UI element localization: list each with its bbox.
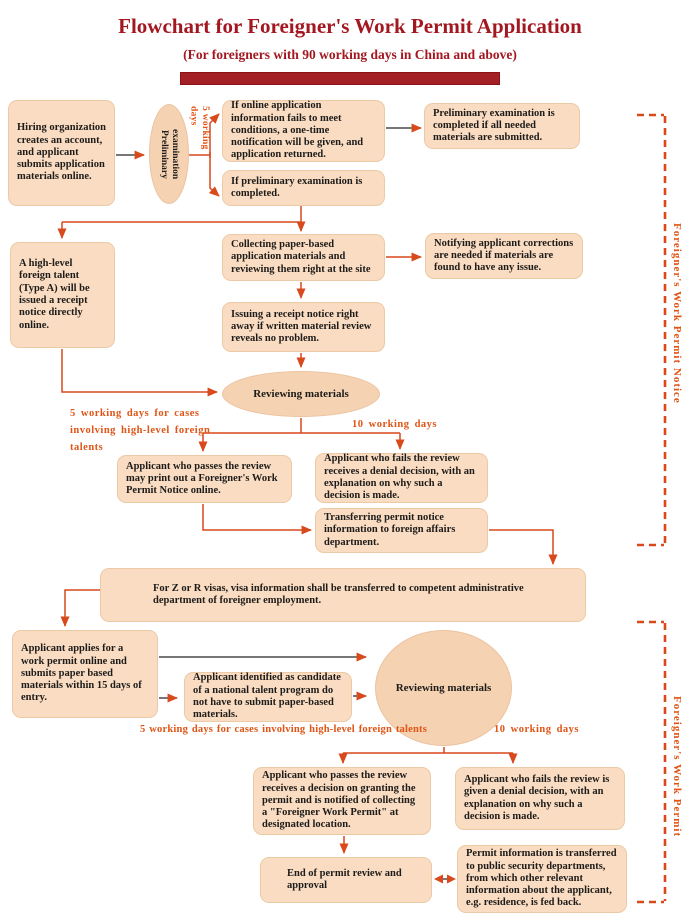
page-subtitle: (For foreigners with 90 working days in … bbox=[183, 47, 517, 62]
flow-box-online-fail: If online application information fails … bbox=[222, 100, 385, 162]
flow-ellipse-reviewing-materials-1: Reviewing materials bbox=[222, 371, 380, 417]
bracket-label-work-permit-notice: Foreigner's Work Permit Notice bbox=[671, 223, 683, 404]
flow-box-prelim-completed-materials: Preliminary examination is completed if … bbox=[424, 103, 580, 149]
double-arrow-end-permitinfo bbox=[434, 874, 456, 884]
flow-box-collecting-materials: Collecting paper-based application mater… bbox=[222, 234, 385, 281]
header-divider-bar bbox=[180, 72, 500, 85]
flow-box-passes-review-2: Applicant who passes the review receives… bbox=[253, 767, 431, 835]
arrow-highlevel-to-reviewing1 bbox=[61, 349, 219, 397]
flow-box-permit-info-feedback: Permit information is transferred to pub… bbox=[457, 845, 627, 913]
flow-box-high-level-talent: A high-level foreign talent (Type A) wil… bbox=[10, 242, 115, 348]
label-5-working-days-vertical: 5 working days bbox=[188, 106, 210, 150]
flow-box-notifying-corrections: Notifying applicant corrections are need… bbox=[425, 233, 583, 279]
flow-box-fails-review-2: Applicant who fails the review is given … bbox=[455, 767, 625, 830]
flow-box-transferring-notice: Transferring permit notice information t… bbox=[315, 508, 488, 553]
flow-box-end-of-review: End of permit review and approval bbox=[260, 857, 432, 903]
preliminary-examination-label: Preliminary examination bbox=[159, 128, 180, 180]
bracket-label-work-permit: Foreigner's Work Permit bbox=[671, 696, 683, 838]
label-10-working-days-1: 10 working days bbox=[352, 419, 438, 430]
label-5-days-high-level-2: 5 working days for cases involving high-… bbox=[140, 724, 427, 735]
arrow-prelim-to-completed bbox=[208, 152, 220, 197]
flow-box-z-r-visas: For Z or R visas, visa information shall… bbox=[100, 568, 586, 622]
label-5-days-high-level-1: 5 working days for cases involving high-… bbox=[70, 408, 211, 453]
flow-box-hiring-organization: Hiring organization creates an account, … bbox=[8, 100, 115, 206]
arrow-prelim-to-fail bbox=[209, 113, 220, 158]
flow-box-applies-work-permit: Applicant applies for a work permit onli… bbox=[12, 630, 158, 718]
arrow-transferring-to-visas bbox=[489, 529, 558, 566]
arrow-passes1-to-transferring bbox=[202, 504, 313, 535]
label-10-working-days-2: 10 working days bbox=[494, 724, 580, 735]
page-title: Flowchart for Foreigner's Work Permit Ap… bbox=[118, 14, 582, 38]
flow-box-national-talent-candidate: Applicant identified as candidate of a n… bbox=[184, 672, 352, 722]
flow-box-passes-review-1: Applicant who passes the review may prin… bbox=[117, 455, 292, 503]
flow-ellipse-reviewing-materials-2: Reviewing materials bbox=[375, 630, 512, 746]
flow-ellipse-preliminary-examination: Preliminary examination bbox=[149, 104, 189, 204]
arrow-visas-to-applies bbox=[60, 589, 100, 628]
flow-box-fails-review-1: Applicant who fails the review receives … bbox=[315, 453, 488, 503]
flow-box-issuing-receipt: Issuing a receipt notice right away if w… bbox=[222, 302, 385, 352]
flow-box-prelim-completed: If preliminary examination is completed. bbox=[222, 170, 385, 206]
